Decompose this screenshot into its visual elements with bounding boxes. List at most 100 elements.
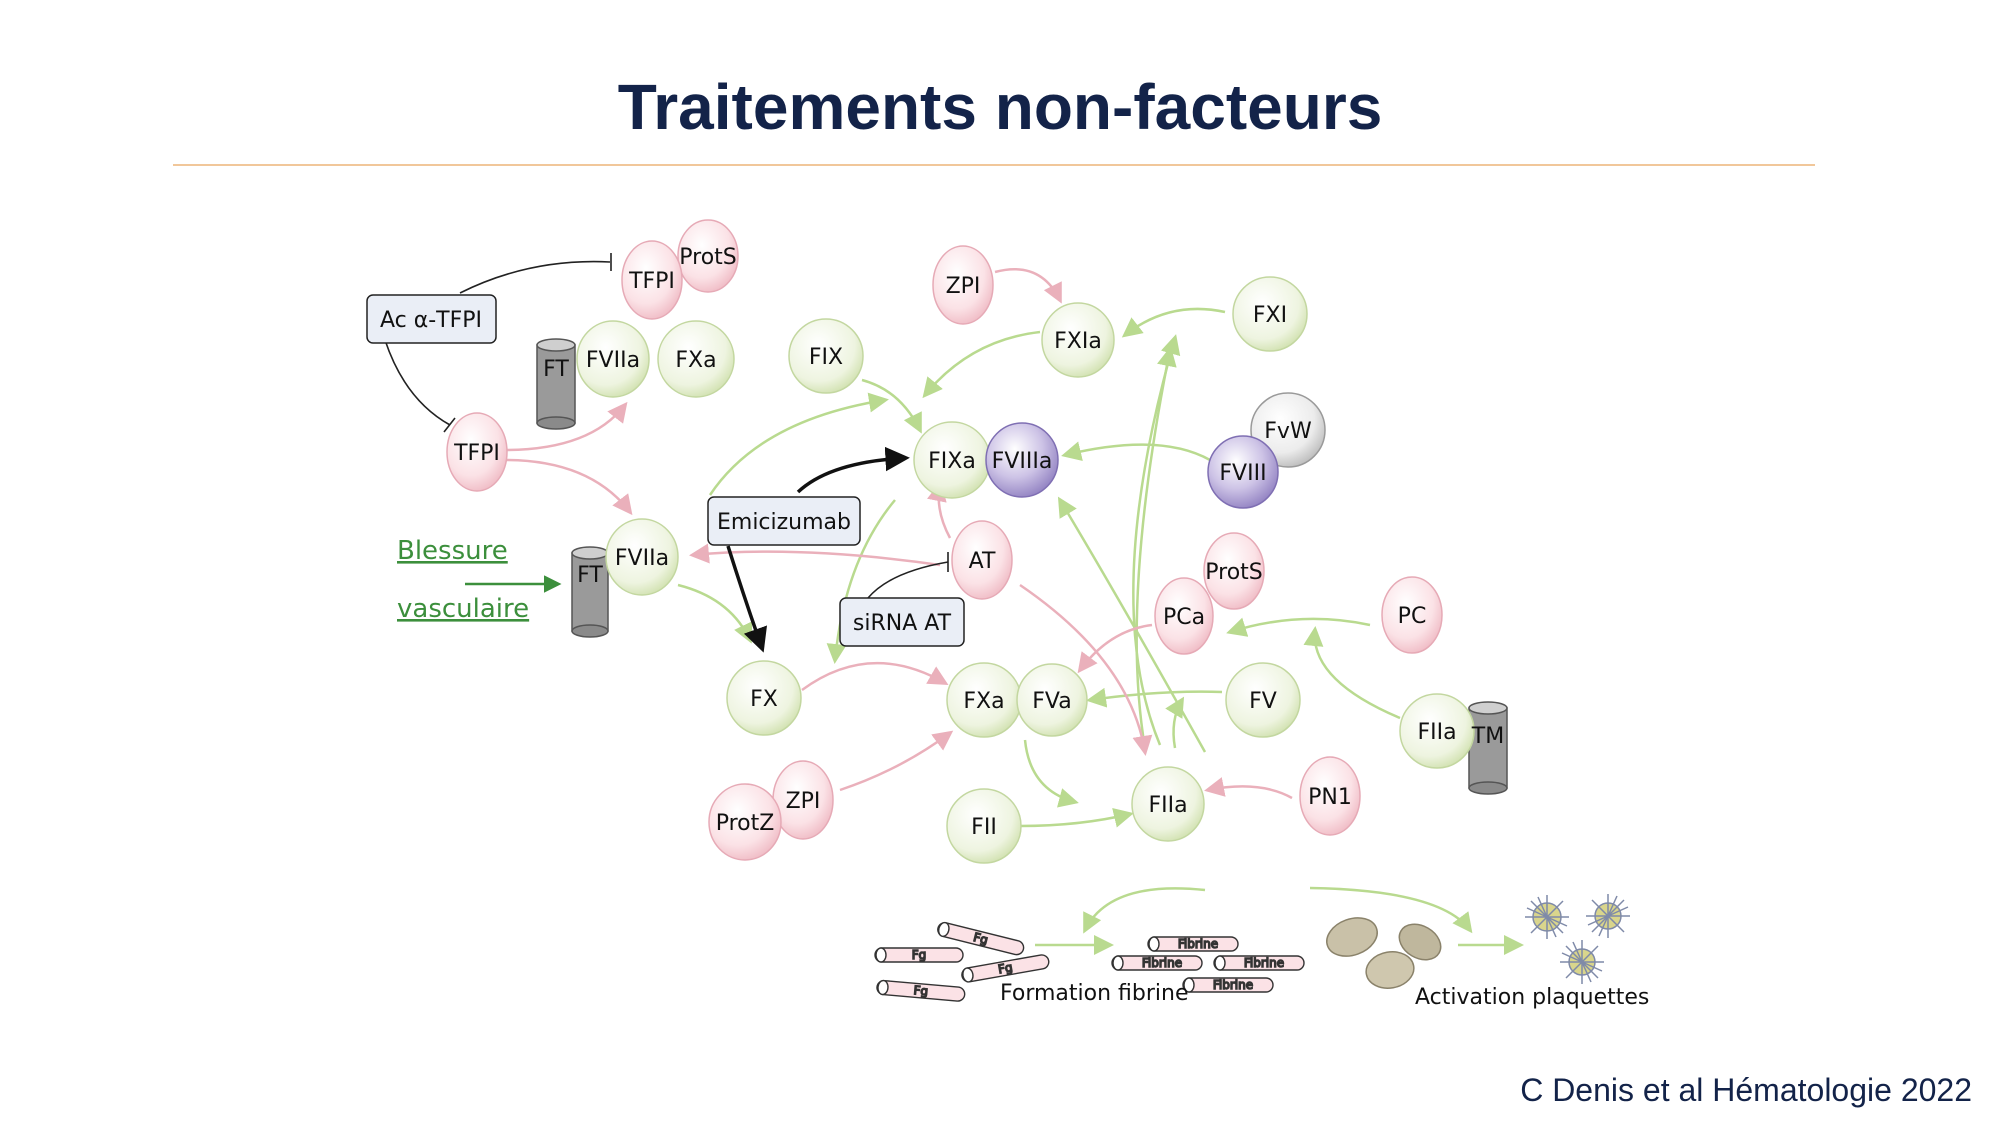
- arrow-fiia-fxia: [1132, 334, 1181, 746]
- factor-node-fiia-tm: FIIa: [1399, 693, 1475, 769]
- factor-node-fv: FV: [1225, 662, 1301, 738]
- factor-label: PC: [1398, 604, 1427, 629]
- cylinder-label-tm: TM: [1471, 724, 1504, 749]
- title-divider: [173, 164, 1815, 166]
- factor-label: PCa: [1163, 605, 1205, 630]
- factor-label: FVIIIa: [992, 449, 1053, 474]
- factor-node-protS-top: ProtS: [677, 219, 739, 293]
- factor-node-protz: ProtZ: [708, 783, 782, 861]
- arrow-fv-fva: [1086, 687, 1223, 708]
- factor-node-zpi-top: ZPI: [932, 245, 994, 325]
- sirna-at-label: siRNA AT: [853, 611, 952, 636]
- factor-label: FII: [971, 815, 997, 840]
- factor-node-prots-mid: ProtS: [1203, 532, 1265, 610]
- factor-label: FX: [750, 687, 778, 712]
- factor-node-tfpi-top: TFPI: [621, 240, 683, 320]
- factor-node-fva: FVa: [1016, 663, 1088, 737]
- factor-label: FV: [1249, 689, 1277, 714]
- factor-label: FIXa: [928, 449, 976, 474]
- arrow-fixa-fx: [826, 499, 896, 664]
- thrombomodulin-cylinder: [1468, 701, 1508, 795]
- arrow-zpi-fxa: [839, 730, 954, 792]
- fibrine-label: Fibrine: [1178, 937, 1218, 951]
- arrow-tfpi-fviia-top: [504, 401, 628, 452]
- arrow-fibrin-formation: [1083, 887, 1206, 934]
- sirna-at-box: siRNA AT: [839, 597, 965, 647]
- factor-node-fviii: FVIII: [1207, 435, 1279, 509]
- factor-node-at: AT: [951, 520, 1013, 600]
- factor-label: TFPI: [628, 269, 675, 294]
- factor-label: FVIIa: [586, 348, 640, 373]
- factor-label: FvW: [1264, 419, 1312, 444]
- injury-label-line1: Blessure: [397, 536, 508, 566]
- fibrine-label: Fibrine: [1142, 956, 1182, 970]
- inhibit-ac-tfpi-top: [459, 260, 611, 294]
- arrow-fiiatm-pc: [1303, 626, 1401, 720]
- arrow-fx-fxa: [801, 661, 949, 692]
- factor-node-fixa: FIXa: [913, 421, 991, 499]
- factor-node-fviiia: FVIIIa: [985, 422, 1059, 498]
- arrow-fviia-fixa: [708, 392, 889, 496]
- resting-platelets: [1326, 917, 1442, 989]
- emicizumab-label: Emicizumab: [717, 510, 851, 535]
- fg-label: Fg: [972, 930, 989, 947]
- factor-node-pn1: PN1: [1299, 756, 1361, 836]
- arrow-at-fviia: [689, 543, 941, 567]
- factor-label: AT: [969, 549, 996, 574]
- arrow-fiia-fxia-2: [1135, 346, 1177, 749]
- inhibit-ac-tfpi-left: [384, 339, 451, 426]
- factor-label: FXIa: [1054, 329, 1102, 354]
- factor-node-fxa-mid: FXa: [946, 662, 1022, 738]
- arrow-fiia-fva: [1165, 696, 1185, 749]
- emicizumab-box: Emicizumab: [707, 496, 861, 546]
- factor-label: FXa: [675, 348, 716, 373]
- arrow-fxia-fixa: [922, 330, 1041, 399]
- tissue-factor-cylinder-mid: [571, 546, 609, 638]
- factor-label: ProtZ: [716, 811, 775, 836]
- arrow-pn1-fiia: [1204, 777, 1293, 800]
- factor-node-zpi-low: ZPI: [772, 760, 834, 840]
- activated-platelets: [1525, 894, 1630, 984]
- arrow-pca-fva: [1077, 623, 1153, 674]
- factor-label: ZPI: [786, 789, 821, 814]
- factor-node-fxia: FXIa: [1041, 302, 1115, 378]
- arrow-fviii-fviiia: [1061, 441, 1211, 462]
- factor-node-fxi: FXI: [1232, 276, 1308, 352]
- citation: C Denis et al Hématologie 2022: [1520, 1072, 1972, 1108]
- factor-node-fviia-top: FVIIa: [576, 320, 650, 398]
- factor-label: ProtS: [1205, 560, 1263, 585]
- arrow-zpi-fxia: [994, 268, 1062, 304]
- ac-tfpi-box: Ac α-TFPI: [366, 294, 497, 344]
- factor-label: FXa: [963, 689, 1004, 714]
- factor-node-tfpi-left: TFPI: [446, 412, 508, 492]
- factor-node-fxa-top: FXa: [657, 320, 735, 398]
- inhibit-sirna-at: [867, 561, 949, 599]
- fibrinogen-group: Fg Fg Fg Fg: [874, 921, 1050, 1002]
- arrow-fviia-fx: [677, 583, 753, 644]
- factor-label: FVIII: [1219, 461, 1266, 486]
- fg-label: Fg: [997, 960, 1014, 976]
- cylinder-label-ft-top: FT: [543, 357, 569, 382]
- factor-node-fii: FII: [946, 788, 1022, 864]
- arrow-fix-fixa: [861, 378, 922, 434]
- factor-node-pc: PC: [1381, 576, 1443, 654]
- arrow-at-fiia: [1019, 583, 1153, 756]
- arrow-fxa-fiia: [1023, 739, 1079, 808]
- ac-tfpi-label: Ac α-TFPI: [380, 308, 482, 333]
- factor-label: FIIa: [1148, 793, 1187, 818]
- fibrine-label: Fibrine: [1244, 956, 1284, 970]
- factor-node-fix: FIX: [788, 318, 864, 394]
- tissue-factor-cylinder-top: [536, 338, 576, 430]
- arrow-emicizumab-fixa: [796, 446, 910, 494]
- factor-label: TFPI: [453, 441, 500, 466]
- fibrine-label: Fibrine: [1213, 978, 1253, 992]
- injury-label-line2: vasculaire: [397, 594, 529, 624]
- fg-label: Fg: [912, 948, 927, 962]
- factor-node-fx: FX: [726, 660, 802, 736]
- factor-label: FIIa: [1417, 720, 1456, 745]
- factor-label: FXI: [1253, 303, 1287, 328]
- factor-node-pca: PCa: [1154, 577, 1214, 655]
- formation-fibrine-caption: Formation fibrine: [1000, 981, 1189, 1006]
- arrow-tfpi-fviia-mid: [504, 458, 633, 516]
